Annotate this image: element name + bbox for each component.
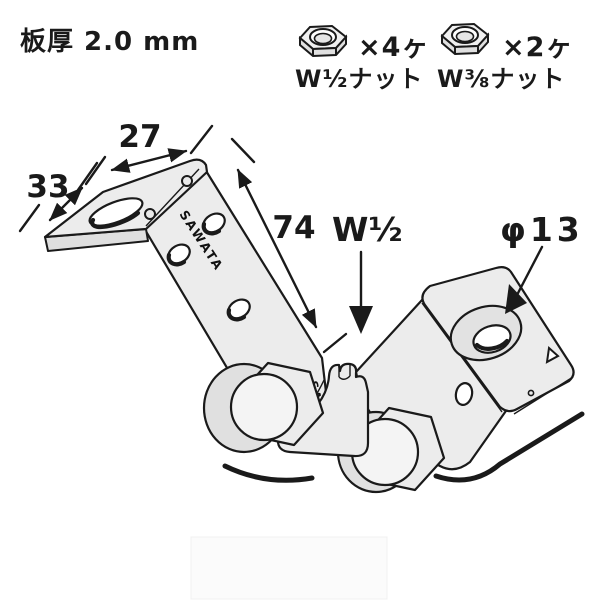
extension-tick — [18, 203, 41, 233]
dimension-74: 74 — [230, 137, 348, 354]
shadow-right — [433, 411, 585, 483]
extension-tick — [230, 137, 256, 164]
mounting-plate — [421, 266, 575, 415]
shadow-left — [222, 463, 315, 483]
top-flange — [43, 158, 209, 252]
plate-corner-hole — [454, 382, 474, 406]
arm-hole-lip — [201, 221, 222, 236]
flange-slot-lip — [90, 210, 141, 230]
nut2-label: W⅜ナット — [437, 65, 565, 93]
callout-arrowhead — [349, 306, 373, 334]
rod-groove — [338, 365, 351, 380]
hex-nut-icon — [440, 22, 490, 56]
hex-nut-icon — [298, 24, 348, 58]
callout-arrowhead — [505, 284, 527, 314]
extension-tick — [76, 161, 99, 192]
plate-thickness-edge — [421, 302, 503, 413]
plate-edge-notch — [545, 346, 560, 364]
plate-thickness-note: 板厚 2.0 mm — [20, 27, 199, 57]
fold-dimple — [181, 175, 193, 187]
callout-hole-diameter: φ13 — [500, 210, 584, 314]
plate-thickness-edge — [513, 376, 574, 415]
dim-74-label: 74 — [272, 210, 315, 246]
watermark-box — [190, 536, 388, 600]
dimension-arrow — [48, 186, 84, 222]
fold-dimple — [144, 208, 156, 220]
nut2-quantity: ×2ヶ — [502, 32, 573, 63]
nut1-label: W½ナット — [295, 65, 423, 93]
bracket-illustration: SAWATA SAWATA — [43, 158, 585, 494]
callout-rod-thread: W½ — [332, 210, 403, 334]
extension-tick — [84, 155, 107, 186]
bottom-shadow — [222, 411, 585, 483]
dimension-27: 27 — [84, 119, 214, 186]
callout-arrow-line — [515, 245, 544, 297]
nut1-quantity: ×4ヶ — [358, 32, 429, 63]
hex-bolt-left — [202, 361, 325, 454]
extension-tick — [322, 332, 348, 354]
callout-hole-label: φ13 — [500, 210, 584, 249]
callout-rod-label: W½ — [332, 210, 403, 249]
dim-33-label: 33 — [26, 169, 69, 205]
bolt-dome — [229, 372, 299, 442]
parts-list: ×4ヶ W½ナット ×2ヶ W⅜ナット — [295, 22, 573, 93]
plate-dimple — [527, 389, 535, 397]
dimension-arrow — [110, 148, 188, 173]
dim-27-label: 27 — [118, 119, 161, 155]
dimension-33: 33 — [18, 161, 99, 233]
arm-hole-lip — [166, 252, 187, 267]
dimension-arrow — [236, 168, 318, 329]
phi13-hole-lip — [474, 338, 510, 351]
extension-tick — [189, 124, 214, 155]
